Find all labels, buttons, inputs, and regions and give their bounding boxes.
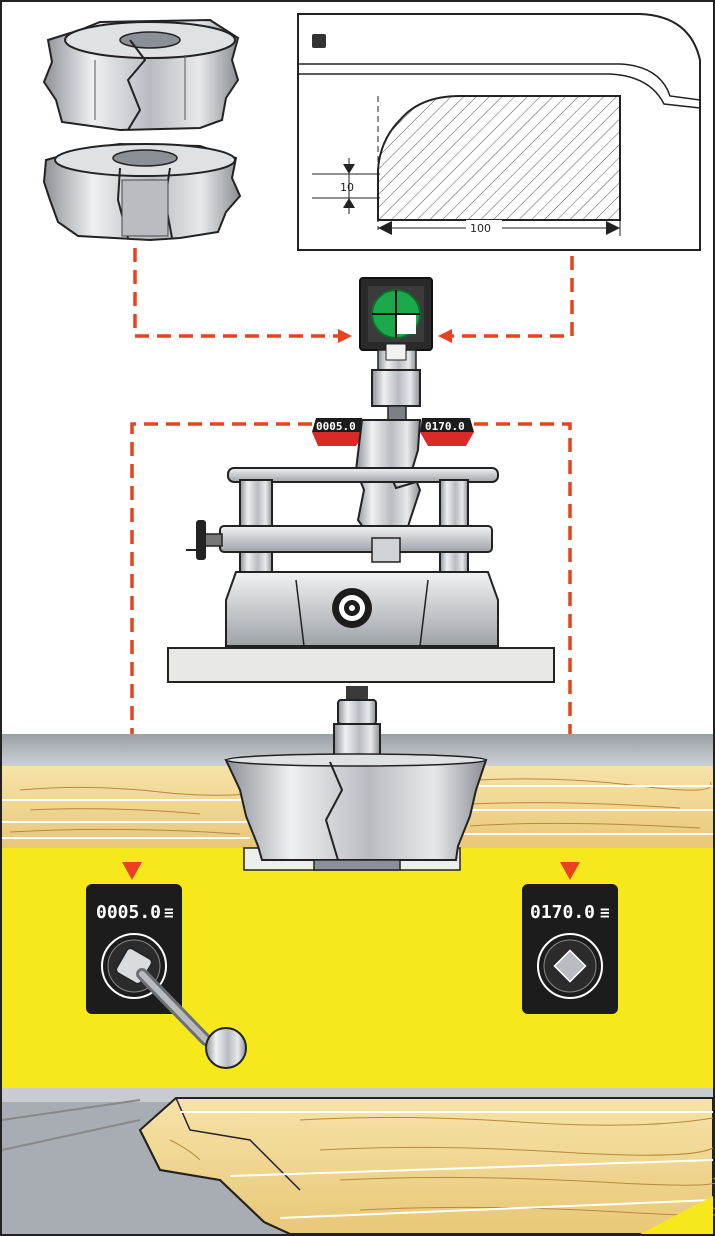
svg-text:≡: ≡ [600,903,610,922]
right-display: 0170.0 ≡ [522,884,618,1014]
profile-drawing-icon: 10 100 [297,13,701,251]
left-readout: 0005.0 [312,418,366,446]
hand-crank-icon[interactable] [115,947,247,1069]
square-drive-icon[interactable] [553,949,587,983]
right-readout: 0170.0 [420,418,474,446]
dim-height-label: 10 [340,181,354,194]
svg-text:≡: ≡ [164,903,174,922]
right-display-value: 0170.0 [530,902,595,923]
connector-top [133,248,574,338]
arrow-right-icon [338,329,352,343]
left-readout-value: 0005.0 [316,420,356,433]
arrow-down-left-icon [122,862,142,880]
arrow-down-right-icon [560,862,580,880]
spindle-icon [224,686,488,871]
connector-long [130,422,572,866]
setting-stand-icon [167,419,555,683]
arrow-left-icon [438,329,452,343]
left-display-value: 0005.0 [96,902,161,923]
right-readout-value: 0170.0 [425,420,465,433]
dim-width-label: 100 [470,222,491,235]
cutter-head-icon [42,18,242,242]
panel-corner [640,1196,713,1234]
drawing-logo [312,34,326,48]
optical-viewer-icon [359,277,433,421]
workpiece-icon [138,1097,715,1235]
